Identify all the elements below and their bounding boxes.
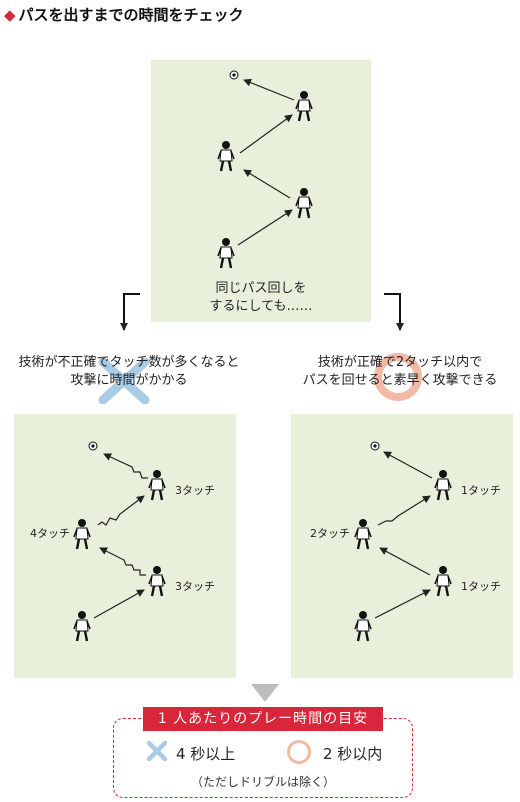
right-label-lower: 1タッチ	[461, 580, 501, 593]
arrow-icon	[120, 293, 140, 331]
arrow-icon	[384, 293, 404, 331]
arrow-icon	[243, 78, 295, 101]
top-caption: 同じパス回しを するにしても……	[171, 280, 351, 316]
arrow-icon	[383, 451, 433, 479]
diamond-icon: ◆	[4, 6, 16, 24]
right-caption-line2: パスを回せると素早く攻撃できる	[302, 373, 498, 388]
arrow-icon	[237, 209, 293, 246]
left-label-lower: 3タッチ	[175, 580, 215, 593]
cross-icon	[146, 740, 168, 762]
player-icon	[433, 468, 453, 502]
arrow-icon	[93, 589, 145, 619]
ball-icon	[370, 441, 380, 451]
left-label-middle: 4タッチ	[30, 527, 70, 540]
player-icon	[353, 609, 373, 643]
player-icon	[216, 236, 236, 270]
arrow-icon	[374, 589, 431, 619]
circle-icon	[374, 353, 422, 401]
player-icon	[353, 517, 373, 551]
arrow-icon	[377, 495, 431, 526]
player-icon	[294, 186, 314, 220]
player-icon	[72, 517, 92, 551]
down-triangle-icon	[251, 684, 279, 702]
player-icon	[294, 89, 314, 123]
top-field	[151, 60, 371, 322]
player-icon	[147, 564, 167, 598]
arrow-icon	[379, 547, 431, 576]
legend-o-text: 2 秒以内	[323, 745, 383, 763]
arrow-icon	[239, 114, 293, 154]
arrow-icon	[243, 169, 291, 199]
left-caption-line2: 攻撃に時間がかかる	[70, 373, 188, 388]
player-icon	[433, 564, 453, 598]
right-field	[291, 414, 513, 678]
left-label-upper: 3タッチ	[175, 484, 215, 497]
legend-title: 1 人あたりのプレー時間の目安	[143, 707, 383, 731]
page-title: ◆パスを出すまでの時間をチェック	[4, 4, 244, 25]
right-label-middle: 2タッチ	[310, 527, 350, 540]
player-icon	[216, 139, 236, 173]
player-icon	[147, 468, 167, 502]
left-caption: 技術が不正確でタッチ数が多くなると 攻撃に時間がかかる	[0, 354, 258, 390]
right-caption: 技術が正確で2タッチ以内で パスを回せると素早く攻撃できる	[280, 354, 520, 390]
arrow-icon	[103, 453, 148, 479]
left-caption-line1: 技術が不正確でタッチ数が多くなると	[18, 355, 240, 370]
right-label-upper: 1タッチ	[461, 484, 501, 497]
top-caption-line2: するにしても……	[209, 299, 313, 314]
circle-icon	[287, 740, 311, 764]
ball-icon	[88, 441, 98, 451]
arrow-icon	[97, 495, 145, 526]
legend-note: （ただしドリブルは除く）	[190, 775, 335, 789]
left-field	[14, 414, 236, 678]
arrow-icon	[99, 547, 146, 576]
right-caption-line1: 技術が正確で2タッチ以内で	[317, 355, 483, 370]
legend-x-text: 4 秒以上	[176, 745, 236, 763]
top-caption-line1: 同じパス回しを	[215, 281, 307, 296]
player-icon	[72, 609, 92, 643]
cross-icon	[98, 358, 150, 404]
ball-icon	[229, 70, 239, 80]
page-title-text: パスを出すまでの時間をチェック	[18, 6, 244, 24]
